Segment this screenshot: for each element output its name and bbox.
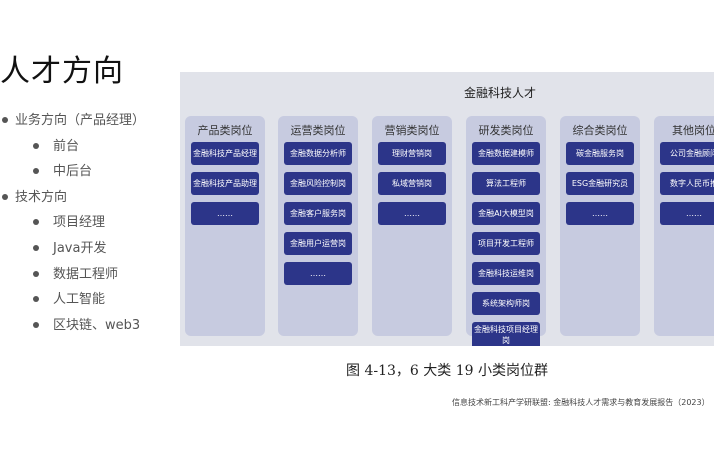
bullet-icon	[33, 244, 39, 251]
bullet-icon	[2, 117, 8, 123]
role-box: 金融科技产品助理	[191, 172, 259, 195]
bullet-icon	[33, 168, 39, 175]
role-box: 项目开发工程师	[472, 232, 540, 255]
figure-caption: 图 4-13，6 大类 19 小类岗位群	[346, 363, 548, 379]
bullet-icon	[33, 296, 39, 303]
role-box: 算法工程师	[472, 172, 540, 195]
role-box: 金融科技项目经理岗	[472, 322, 540, 346]
column-header: 其他岗位	[672, 124, 714, 137]
role-box: 私域营销岗	[378, 172, 446, 195]
role-box: ……	[284, 262, 352, 285]
column-header: 研发类岗位	[478, 124, 534, 137]
bullet-icon	[33, 321, 39, 328]
role-box: 金融用户运营岗	[284, 232, 352, 255]
source-citation: 信息技术新工科产学研联盟: 金融科技人才需求与教育发展报告（2023）	[452, 398, 710, 407]
role-box: 理财营销岗	[378, 142, 446, 165]
column-general: 综合类岗位碳金融服务岗 ESG金融研究员 ……	[560, 116, 640, 336]
role-box: ……	[566, 202, 634, 225]
column-operations: 运营类岗位金融数据分析师金融风险控制岗金融客户服务岗金融用户运营岗 ……	[278, 116, 358, 336]
role-box: 系统架构师岗	[472, 292, 540, 315]
column-header: 运营类岗位	[290, 124, 346, 137]
role-box: 金融科技产品经理	[191, 142, 259, 165]
role-box: ESG金融研究员	[566, 172, 634, 195]
role-box: 金融客户服务岗	[284, 202, 352, 225]
column-other: 其他岗位公司金融顾问数字人民币推 ……	[654, 116, 714, 336]
role-box: ……	[191, 202, 259, 225]
bullet-icon	[33, 142, 39, 149]
column-marketing: 营销类岗位理财营销岗私域营销岗 ……	[372, 116, 452, 336]
bullet-icon	[2, 193, 8, 200]
role-box: ……	[378, 202, 446, 225]
role-box: 金融数据建模师	[472, 142, 540, 165]
role-box: 公司金融顾问	[660, 142, 714, 165]
slide-title: 人才方向	[0, 54, 124, 89]
role-box: 数字人民币推	[660, 172, 714, 195]
job-cluster-figure: 金融科技人才 产品类岗位金融科技产品经理金融科技产品助理……运营类岗位金融数据分…	[180, 72, 714, 346]
role-box: 碳金融服务岗	[566, 142, 634, 165]
column-header: 产品类岗位	[197, 124, 253, 137]
role-box: 金融数据分析师	[284, 142, 352, 165]
column-product: 产品类岗位金融科技产品经理金融科技产品助理 ……	[185, 116, 265, 336]
figure-title: 金融科技人才	[463, 86, 536, 100]
role-box: 金融科技运维岗	[472, 262, 540, 285]
column-rnd: 研发类岗位金融数据建模师算法工程师金融AI大模型岗项目开发工程师金融科技运维岗系…	[466, 116, 546, 346]
bullet-icon	[33, 270, 39, 277]
role-box: 金融风险控制岗	[284, 172, 352, 195]
column-header: 综合类岗位	[572, 124, 628, 137]
role-box: 金融AI大模型岗	[472, 202, 540, 225]
column-header: 营销类岗位	[384, 124, 440, 137]
role-box: ……	[660, 202, 714, 225]
bullet-icon	[33, 219, 39, 226]
